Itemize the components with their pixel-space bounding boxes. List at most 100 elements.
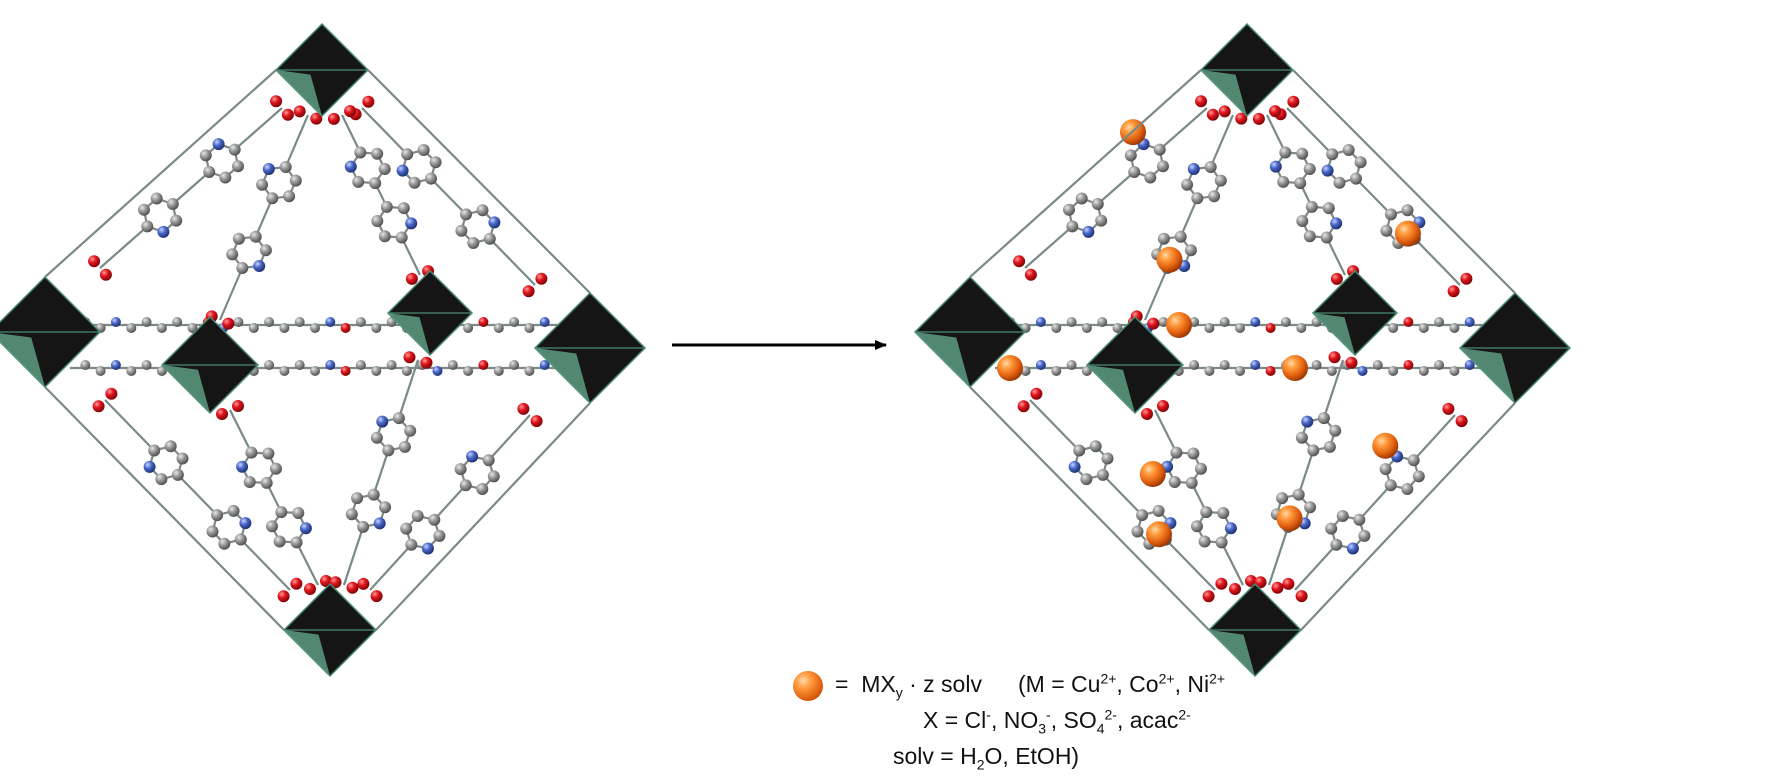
carbon-atom — [1174, 230, 1187, 243]
legend-formula-main: MX — [861, 671, 896, 697]
carbon-atom — [380, 200, 393, 213]
carbon-atom — [1204, 366, 1215, 376]
carbon-atom — [482, 454, 495, 467]
carbon-atom — [429, 156, 442, 169]
bond — [44, 386, 285, 631]
nitrogen-atom — [432, 366, 443, 376]
carbon-atom — [126, 366, 137, 376]
metal-octahedron — [1085, 315, 1185, 415]
carbon-atom — [460, 208, 472, 221]
oxygen-atom — [1265, 323, 1276, 333]
carbon-atom — [1322, 202, 1335, 215]
carbon-atom — [425, 172, 437, 185]
bond — [433, 484, 467, 521]
metalated-framework — [913, 22, 1572, 678]
oxygen-atom — [1157, 400, 1169, 412]
carbon-atom — [234, 533, 247, 546]
oxygen-atom — [232, 400, 244, 412]
carbon-atom — [1401, 204, 1414, 217]
oxygen-atom — [1403, 317, 1414, 327]
carbon-atom — [1185, 476, 1198, 489]
carbon-atom — [483, 232, 496, 245]
bond — [1412, 414, 1456, 461]
oxygen-atom — [1206, 108, 1219, 121]
oxygen-atom — [370, 590, 383, 603]
metal-site — [1156, 246, 1183, 273]
carbon-atom — [266, 192, 279, 205]
oxygen-atom — [357, 577, 370, 590]
bond — [1029, 399, 1080, 452]
bond — [229, 409, 253, 454]
bond — [1158, 107, 1208, 151]
octahedron-face — [284, 630, 330, 676]
carbon-atom — [352, 175, 365, 188]
h-sub: 2 — [976, 756, 985, 773]
carbon-atom — [1184, 244, 1197, 257]
carbon-atom — [264, 360, 275, 370]
oxygen-atom — [327, 112, 340, 125]
carbon-atom — [1296, 147, 1309, 160]
carbon-atom — [1276, 492, 1289, 505]
carbon-atom — [1235, 323, 1245, 333]
carbon-atom — [1157, 232, 1170, 245]
carbon-atom — [243, 476, 256, 488]
bond — [372, 450, 390, 495]
carbon-atom — [1144, 171, 1157, 184]
nitrogen-atom — [1464, 360, 1475, 370]
carbon-atom — [219, 171, 232, 184]
bond — [489, 237, 536, 286]
carbon-atom — [1358, 529, 1371, 542]
legend-formula-rest: · z solv — [902, 671, 982, 697]
carbon-atom — [401, 148, 414, 161]
oxygen-atom — [1455, 415, 1468, 428]
no-charge: - — [1046, 706, 1051, 723]
oxygen-atom — [1403, 360, 1414, 370]
oxygen-atom — [1229, 583, 1241, 595]
carbon-atom — [164, 440, 177, 453]
nitrogen-atom — [212, 138, 225, 151]
bond — [430, 177, 467, 216]
octahedron-face — [276, 70, 322, 116]
bond — [397, 359, 420, 419]
metal-site — [1276, 505, 1303, 532]
octahedron-face — [1087, 365, 1135, 413]
bond — [341, 114, 362, 153]
carbon-atom — [1191, 192, 1204, 205]
carbon-atom — [1336, 510, 1349, 522]
carbon-atom — [275, 506, 288, 519]
carbon-atom — [166, 198, 179, 210]
carbon-atom — [1020, 366, 1031, 376]
carbon-atom — [355, 360, 366, 370]
carbon-atom — [256, 178, 269, 191]
carbon-atom — [156, 323, 167, 333]
carbon-atom — [1296, 323, 1307, 333]
carbon-atom — [1219, 317, 1230, 327]
nitrogen-atom — [396, 164, 409, 177]
oxygen-atom — [1235, 112, 1248, 125]
carbon-atom — [1158, 317, 1169, 327]
no-sub: 3 — [1038, 720, 1047, 737]
carbon-atom — [400, 522, 413, 535]
carbon-atom — [1153, 143, 1166, 156]
bond — [1220, 541, 1244, 586]
carbon-atom — [172, 317, 183, 327]
oxygen-atom — [1271, 581, 1284, 594]
oxygen-atom — [1330, 272, 1343, 285]
carbon-atom — [1353, 513, 1366, 526]
carbon-atom — [1136, 509, 1149, 522]
oxygen-atom — [1218, 105, 1231, 118]
oxygen-atom — [293, 105, 306, 118]
carbon-atom — [455, 224, 468, 237]
carbon-atom — [233, 317, 244, 327]
m-prefix: (M = Cu — [1018, 671, 1101, 697]
carbon-atom — [1449, 366, 1460, 376]
carbon-atom — [428, 513, 441, 526]
carbon-atom — [1235, 366, 1245, 376]
no-label: , NO — [990, 707, 1039, 733]
bond — [1414, 237, 1461, 286]
co-label: , Co — [1116, 671, 1159, 697]
nitrogen-atom — [157, 225, 170, 238]
carbon-atom — [1066, 220, 1079, 233]
bond — [1325, 237, 1346, 276]
